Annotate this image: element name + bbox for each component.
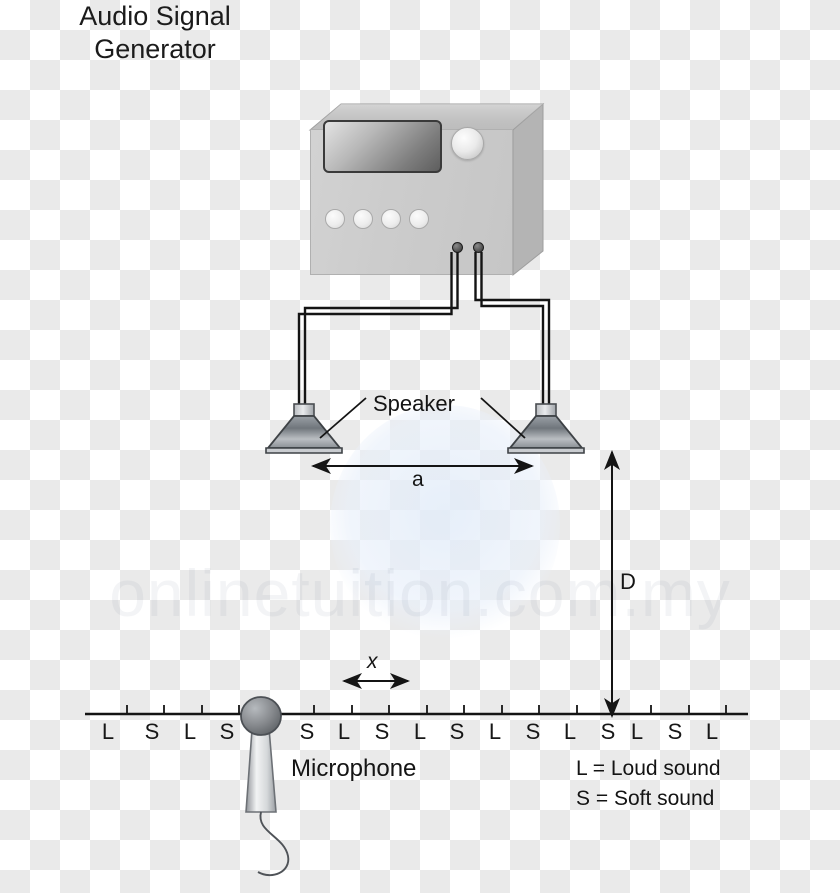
microphone-label: Microphone [291, 755, 417, 782]
sound-letter-soft: S [600, 719, 616, 744]
speaker-right [507, 403, 585, 454]
dimension-a-label: a [412, 468, 424, 491]
sound-letter-soft: S [219, 719, 235, 744]
speaker-left [265, 403, 343, 454]
sound-letter-soft: S [525, 719, 541, 744]
sound-letter-soft: S [667, 719, 683, 744]
generator-tuning-knob[interactable] [451, 127, 484, 160]
sound-letter-soft: S [144, 719, 160, 744]
speaker-leader-lines [319, 397, 526, 439]
dimension-D-label: D [620, 569, 636, 594]
watermark-text: onlinetuition.com.my [109, 556, 731, 630]
microphone [240, 696, 290, 877]
sound-letter-soft: S [299, 719, 315, 744]
sound-letter-loud: L [488, 719, 502, 744]
sound-letter-soft: S [449, 719, 465, 744]
sound-letter-loud: L [705, 719, 719, 744]
title-line-2: Generator [94, 34, 216, 64]
generator-button-3[interactable] [381, 209, 401, 229]
generator-display-screen [323, 120, 442, 173]
generator-button-1[interactable] [325, 209, 345, 229]
sound-letter-loud: L [337, 719, 351, 744]
sound-letter-loud: L [101, 719, 115, 744]
sound-letter-loud: L [563, 719, 577, 744]
sound-letter-loud: L [413, 719, 427, 744]
wire-right-speaker [474, 252, 551, 406]
generator-output-terminal-right[interactable] [473, 242, 484, 253]
speaker-wires [297, 252, 551, 406]
microphone-cable [257, 811, 290, 877]
dimension-x-label: x [367, 650, 378, 673]
leader-line-right [480, 397, 526, 439]
leader-line-left [319, 397, 367, 439]
sound-letter-loud: L [630, 719, 644, 744]
detection-baseline [85, 705, 748, 716]
generator-button-2[interactable] [353, 209, 373, 229]
legend-soft-sound: S = Soft sound [576, 787, 715, 810]
diagram-title: Audio Signal Generator [0, 0, 310, 66]
sound-letter-soft: S [374, 719, 390, 744]
microphone-head [240, 696, 282, 736]
baseline-ticks [126, 705, 727, 714]
wire-left-speaker [303, 252, 459, 406]
wire-left-speaker-pair [297, 252, 453, 406]
title-line-1: Audio Signal [79, 1, 231, 31]
wire-right-speaker-pair [480, 252, 545, 406]
legend-loud-sound: L = Loud sound [576, 757, 721, 780]
sound-letter-loud: L [183, 719, 197, 744]
audio-signal-generator [300, 103, 545, 278]
generator-button-4[interactable] [409, 209, 429, 229]
speaker-label: Speaker [373, 391, 455, 416]
